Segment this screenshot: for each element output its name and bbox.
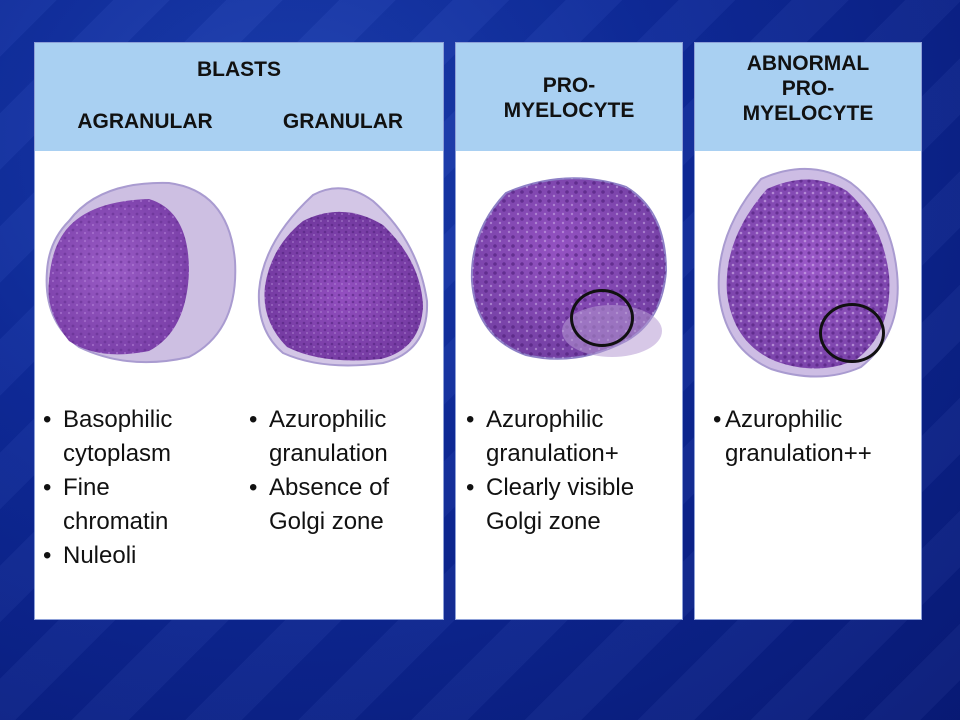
blasts-title: BLASTS (197, 58, 281, 81)
abnormal-title-line3: MYELOCYTE (742, 102, 874, 125)
list-item: Nuleoli (39, 539, 239, 573)
agranular-blast-cell-image (45, 181, 237, 364)
abnormal-promyelocyte-panel: ABNORMAL PRO- MYELOCYTE Azurophilicgranu… (694, 42, 922, 620)
promyelocyte-title: PRO- MYELOCYTE (456, 73, 682, 123)
granular-label: GRANULAR (282, 110, 404, 133)
granular-blast-cell-image (257, 187, 429, 367)
blasts-header-band (35, 43, 443, 151)
abnormal-title: ABNORMAL PRO- MYELOCYTE (695, 51, 921, 126)
abnormal-title-line2: PRO- (781, 77, 835, 100)
promyelocyte-title-line1: PRO- (542, 74, 596, 97)
promyelocyte-header-band (456, 43, 682, 151)
golgi-zone-circle (570, 289, 634, 347)
promyelocyte-title-line2: MYELOCYTE (503, 99, 635, 122)
blasts-panel: BLASTS AGRANULAR GRANULAR (34, 42, 444, 620)
abnormal-title-line1: ABNORMAL (746, 52, 870, 75)
golgi-zone-circle (819, 303, 885, 363)
agranular-label: AGRANULAR (77, 110, 213, 133)
abnormal-header-band (695, 43, 921, 151)
promyelocyte-cell-image (470, 177, 668, 360)
